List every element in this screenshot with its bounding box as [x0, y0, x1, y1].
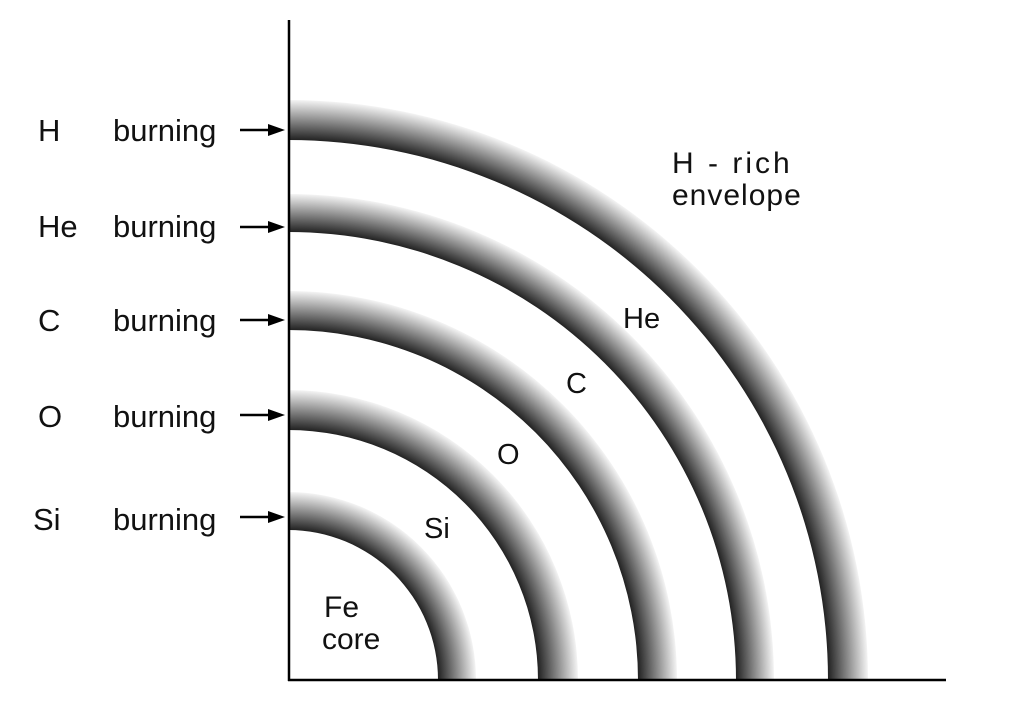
he-burning-arrow — [240, 221, 285, 233]
h-burning-element-label: H — [38, 113, 61, 148]
o-burning-arrow — [240, 409, 285, 421]
he-burning-element-label: He — [38, 209, 78, 244]
si-burning-arrow — [240, 511, 285, 523]
he-layer-label: He — [623, 303, 661, 335]
he-burning-shell — [288, 194, 774, 680]
c-burning-word-label: burning — [113, 303, 217, 338]
envelope-label-line2: envelope — [672, 179, 802, 212]
fe-core-label: Fe core — [322, 592, 380, 656]
envelope-label-line1: H - rich — [672, 147, 793, 180]
o-burning-element-label: O — [38, 399, 63, 434]
si-layer-label: Si — [424, 513, 450, 545]
o-layer-label: O — [497, 439, 520, 471]
si-burning-element-label: Si — [33, 502, 61, 537]
he-burning-word-label: burning — [113, 209, 217, 244]
h-burning-shell — [288, 100, 868, 680]
o-burning-word-label: burning — [113, 399, 217, 434]
c-layer-label: C — [566, 368, 587, 400]
core-label-line2: core — [322, 623, 381, 656]
burning-shells — [288, 100, 868, 680]
c-burning-element-label: C — [38, 303, 61, 338]
si-burning-shell — [288, 492, 476, 680]
h-rich-envelope-label: H - rich envelope — [672, 148, 802, 212]
c-burning-shell — [288, 291, 677, 680]
burning-arrows — [240, 124, 285, 523]
c-burning-arrow — [240, 314, 285, 326]
si-burning-word-label: burning — [113, 502, 217, 537]
h-burning-arrow — [240, 124, 285, 136]
h-burning-word-label: burning — [113, 113, 217, 148]
core-label-line1: Fe — [324, 591, 360, 624]
o-burning-shell — [288, 390, 578, 680]
